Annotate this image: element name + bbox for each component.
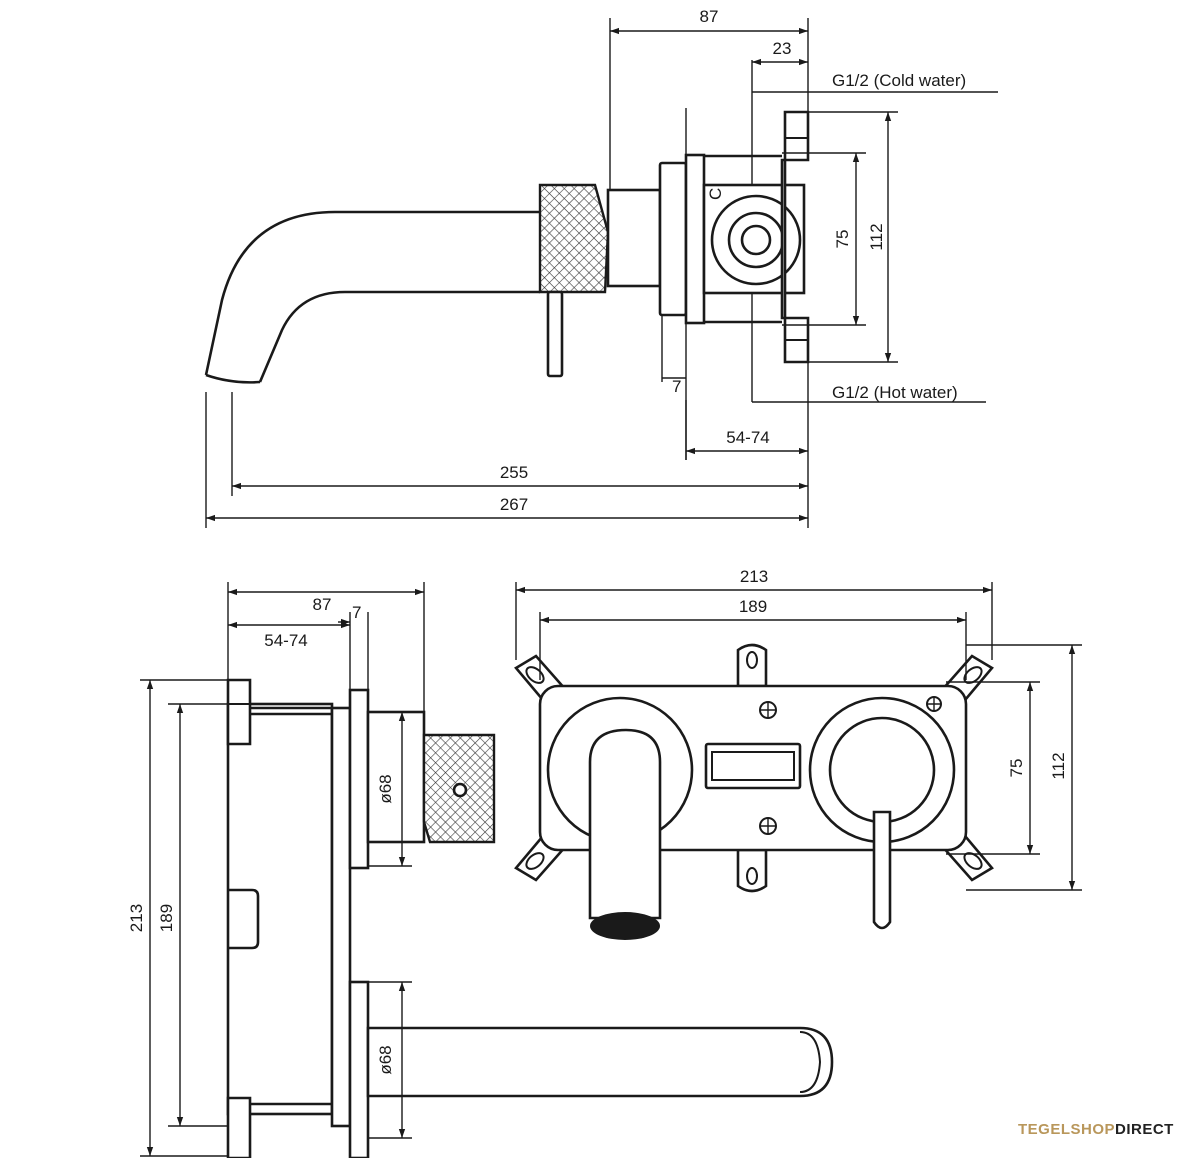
side-dim-255: 255 bbox=[500, 463, 528, 482]
plan-dim-diameter-upper: ø68 bbox=[376, 774, 395, 803]
side-dim-7: 7 bbox=[672, 377, 681, 396]
plan-spout bbox=[366, 1026, 834, 1098]
front-center-slot bbox=[704, 742, 802, 790]
plan-cover-plate bbox=[330, 706, 352, 1128]
front-dim-112: 112 bbox=[1049, 752, 1068, 779]
side-marker-c: C bbox=[706, 188, 725, 200]
brand-logo-part2: DIRECT bbox=[1115, 1121, 1174, 1138]
plan-mixer-neck bbox=[366, 710, 426, 844]
plan-cover-front-lower bbox=[348, 980, 370, 1158]
plan-bottom-tab bbox=[226, 1096, 252, 1158]
side-label-hot-water: G1/2 (Hot water) bbox=[832, 383, 958, 402]
plan-side-slot bbox=[228, 888, 260, 950]
front-dim-213: 213 bbox=[740, 567, 768, 586]
side-dim-87: 87 bbox=[700, 7, 719, 26]
plan-knob-pin bbox=[452, 782, 468, 798]
front-view: 213 189 75 112 bbox=[514, 567, 1082, 940]
plan-spout-tip bbox=[799, 1031, 822, 1093]
side-dim-54-74: 54-74 bbox=[726, 428, 769, 447]
brand-logo: TEGELSHOPDIRECT bbox=[1018, 1121, 1174, 1138]
front-dim-75: 75 bbox=[1007, 759, 1026, 778]
brand-logo-part1: TEGELSHOP bbox=[1018, 1121, 1116, 1138]
front-lever bbox=[872, 810, 892, 930]
side-knurled-knob bbox=[538, 183, 610, 294]
front-dim-189: 189 bbox=[739, 597, 767, 616]
side-dim-112: 112 bbox=[867, 223, 886, 250]
plan-dim-diameter-lower: ø68 bbox=[376, 1045, 395, 1074]
plan-view: 87 7 54-74 213 189 ø68 ø68 bbox=[127, 582, 834, 1158]
side-dim-267: 267 bbox=[500, 495, 528, 514]
plan-housing-body bbox=[226, 702, 334, 1116]
plan-dim-7: 7 bbox=[352, 603, 361, 622]
front-screws bbox=[759, 696, 942, 835]
plan-dim-54-74: 54-74 bbox=[264, 631, 307, 650]
side-plate-back bbox=[684, 153, 706, 325]
side-view: C 87 23 G1/2 (Cold water) G1/2 ( bbox=[204, 7, 998, 528]
side-valve-core bbox=[740, 224, 772, 256]
side-lever bbox=[546, 290, 564, 378]
side-cover-plate bbox=[658, 161, 688, 317]
side-dim-75: 75 bbox=[833, 230, 852, 249]
side-valve-outer-ring bbox=[710, 194, 802, 286]
side-neck bbox=[606, 188, 662, 288]
side-dim-23: 23 bbox=[773, 39, 792, 58]
side-label-cold-water: G1/2 (Cold water) bbox=[832, 71, 966, 90]
front-center-slot-inner bbox=[711, 751, 795, 781]
plan-dim-87: 87 bbox=[313, 595, 332, 614]
front-spout bbox=[588, 728, 662, 920]
plan-top-tab bbox=[226, 678, 252, 746]
side-spout bbox=[204, 210, 540, 384]
plan-dim-189: 189 bbox=[157, 904, 176, 932]
front-spout-mouth bbox=[590, 912, 660, 940]
plan-cover-front bbox=[348, 688, 370, 870]
plan-dim-213: 213 bbox=[127, 904, 146, 932]
front-mixer-inner-ring bbox=[828, 716, 936, 824]
